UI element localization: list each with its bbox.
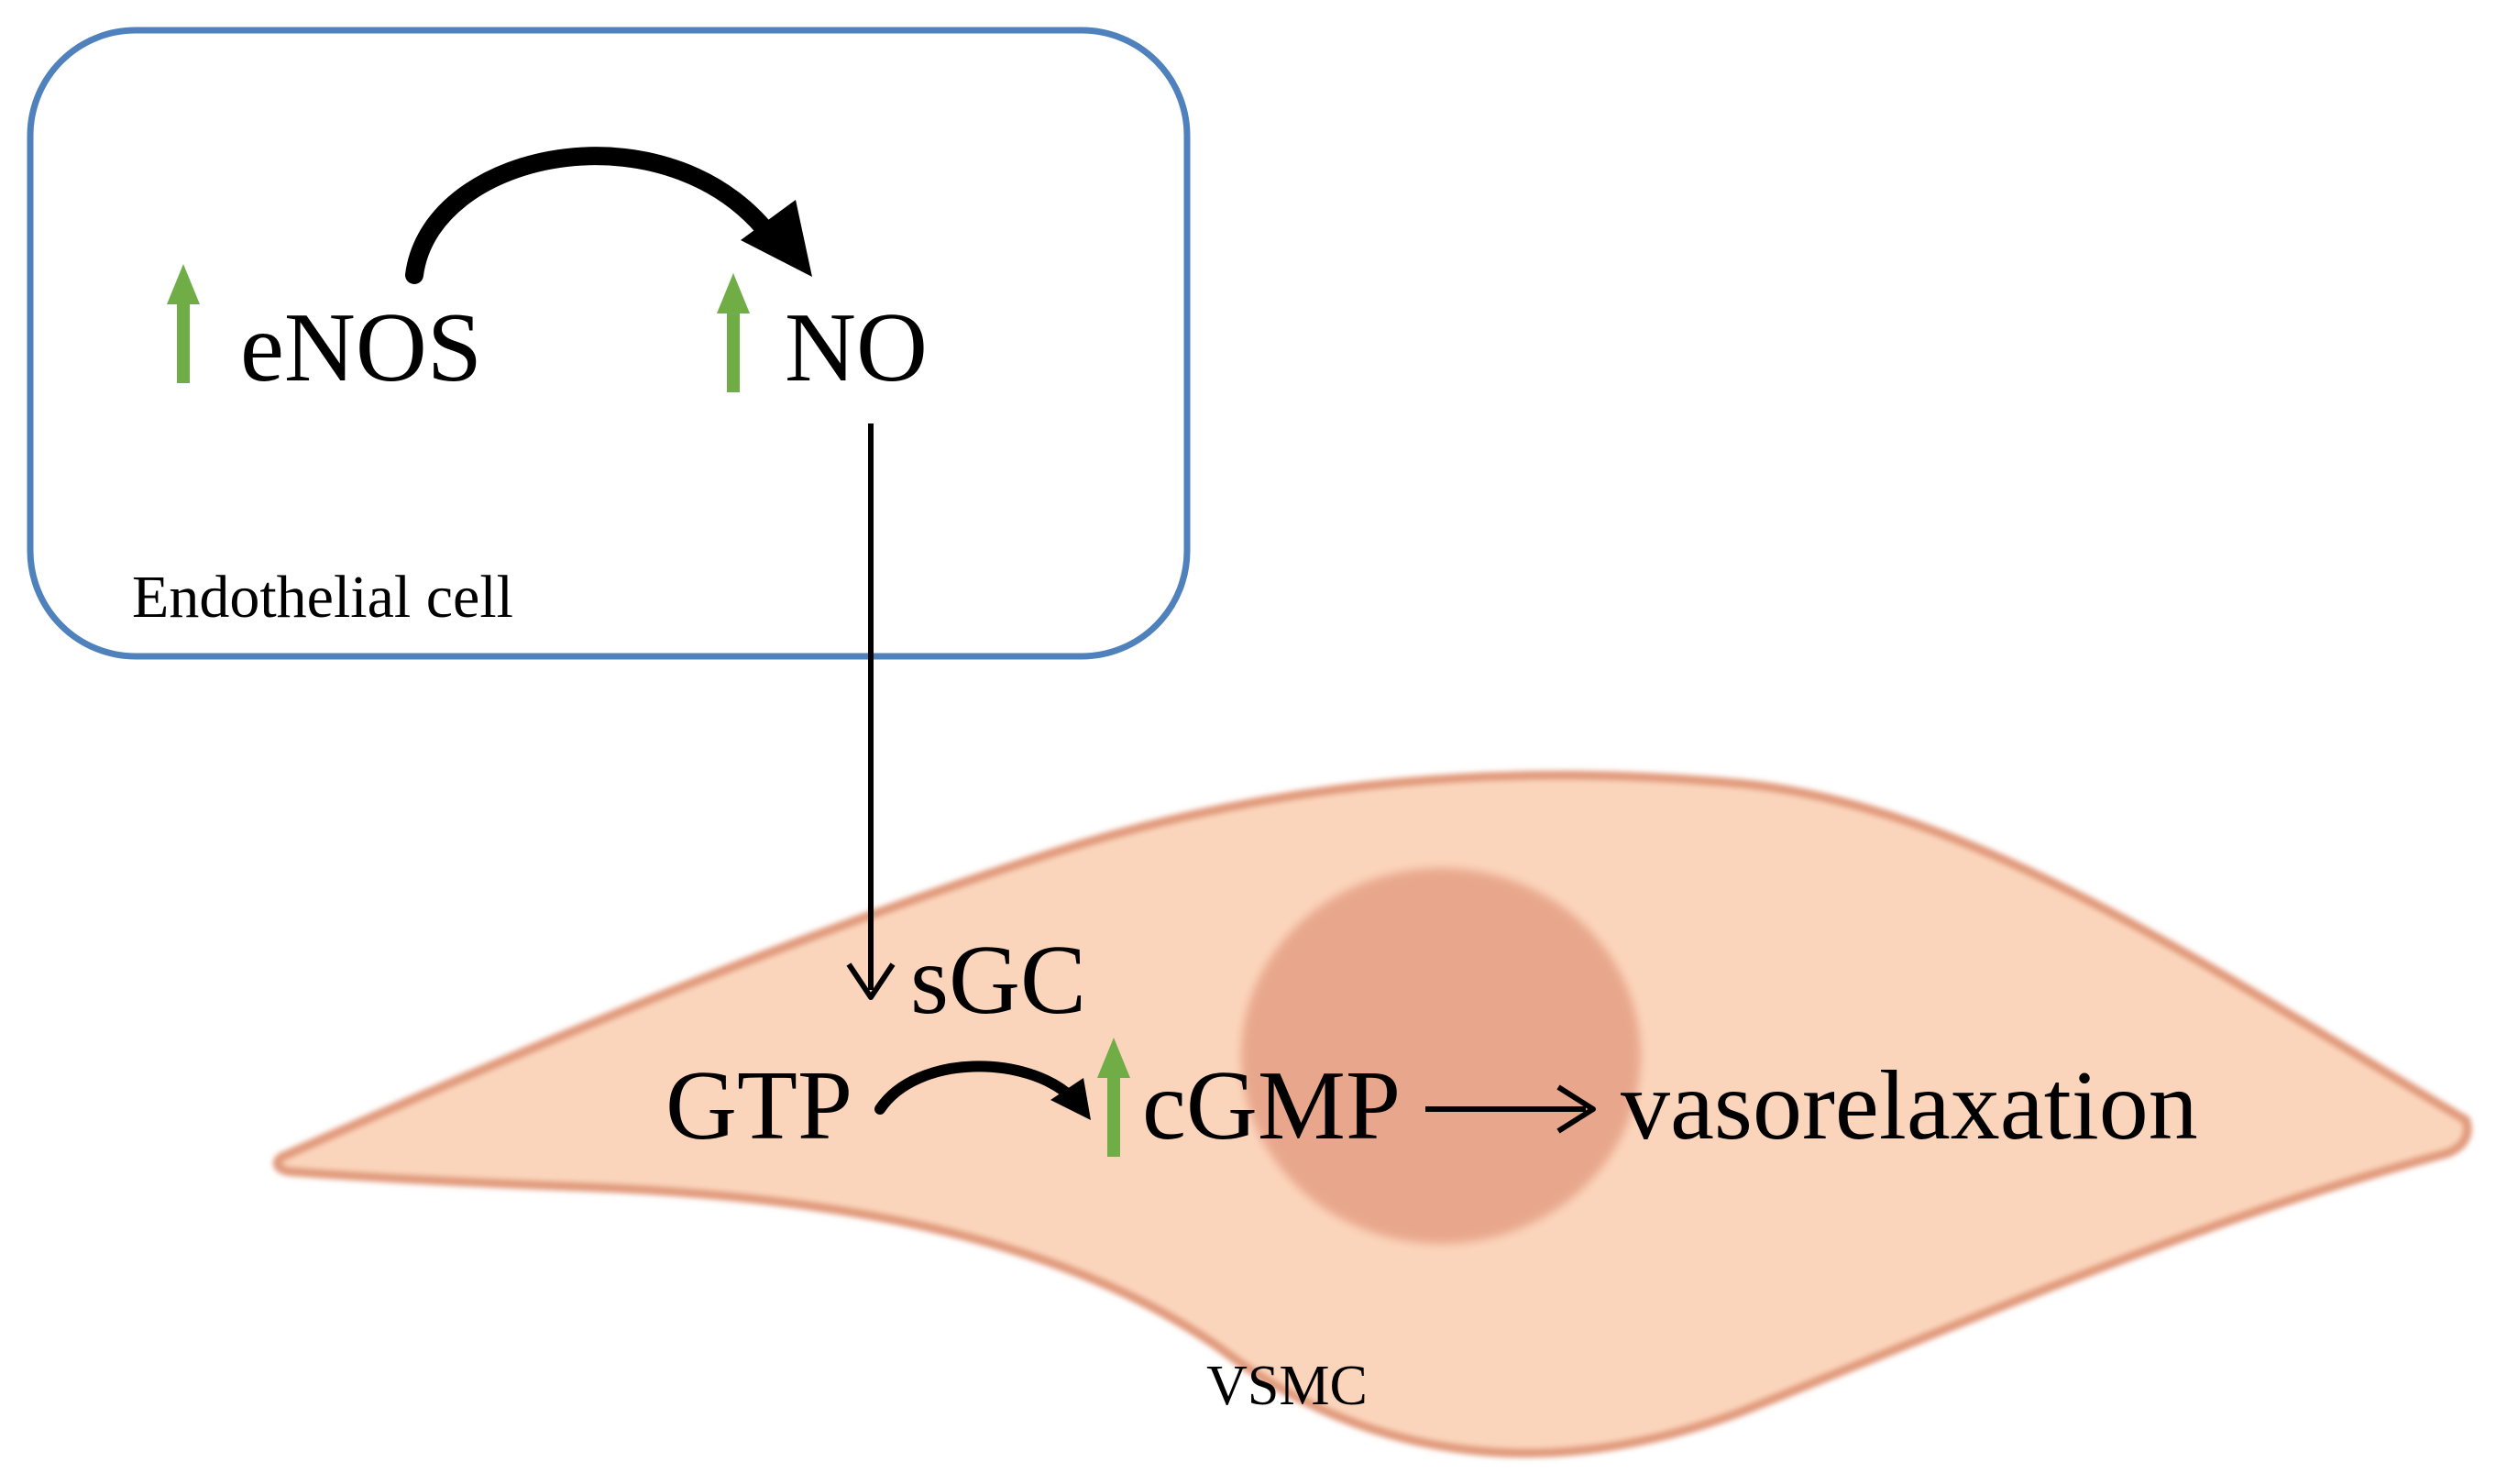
endothelial-cell-label: Endothelial cell [132, 564, 513, 631]
endothelial-cell: Endothelial cell eNOS NO [27, 27, 1191, 660]
cgmp-increase-arrow-icon [1097, 1038, 1130, 1157]
vsmc-nucleus [1241, 868, 1641, 1244]
gtp-to-cgmp-curved-arrow-icon [874, 1061, 1091, 1120]
vsmc-cell: VSMC [272, 770, 2472, 1458]
gtp-label: GTP [665, 1051, 852, 1160]
enos-label: eNOS [240, 293, 482, 402]
enos-increase-arrow-icon [167, 264, 200, 383]
cgmp-label: cGMP [1142, 1051, 1401, 1160]
no-to-sgc-arrow-icon [846, 423, 896, 1000]
endothelial-cell-box [27, 27, 1191, 660]
no-label: NO [785, 293, 928, 402]
no-increase-arrow-icon [717, 273, 750, 392]
sgc-label: sGC [910, 926, 1086, 1035]
enos-to-no-curved-arrow-icon [405, 147, 812, 284]
vasorelaxation-label: vasorelaxation [1621, 1051, 2198, 1160]
cgmp-to-vasorelaxation-arrow-icon [1425, 1084, 1596, 1134]
vsmc-label: VSMC [1206, 1355, 1368, 1417]
